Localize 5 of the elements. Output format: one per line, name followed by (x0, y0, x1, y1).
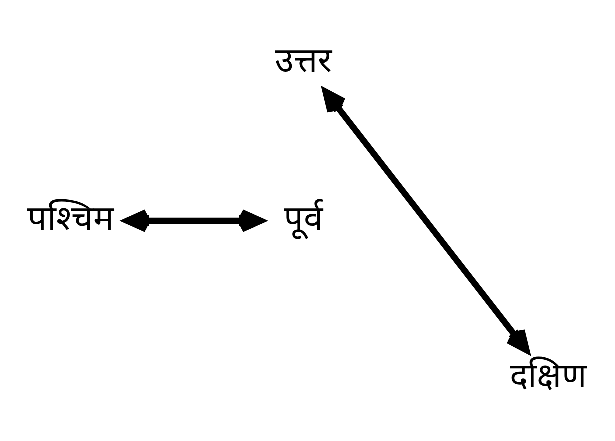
node-text: उत्तर (275, 40, 332, 81)
node-text: दक्षिण (510, 356, 588, 396)
node-text: पश्चिम (28, 198, 115, 238)
arrow (322, 88, 530, 354)
node-text: पूर्व (284, 198, 324, 238)
